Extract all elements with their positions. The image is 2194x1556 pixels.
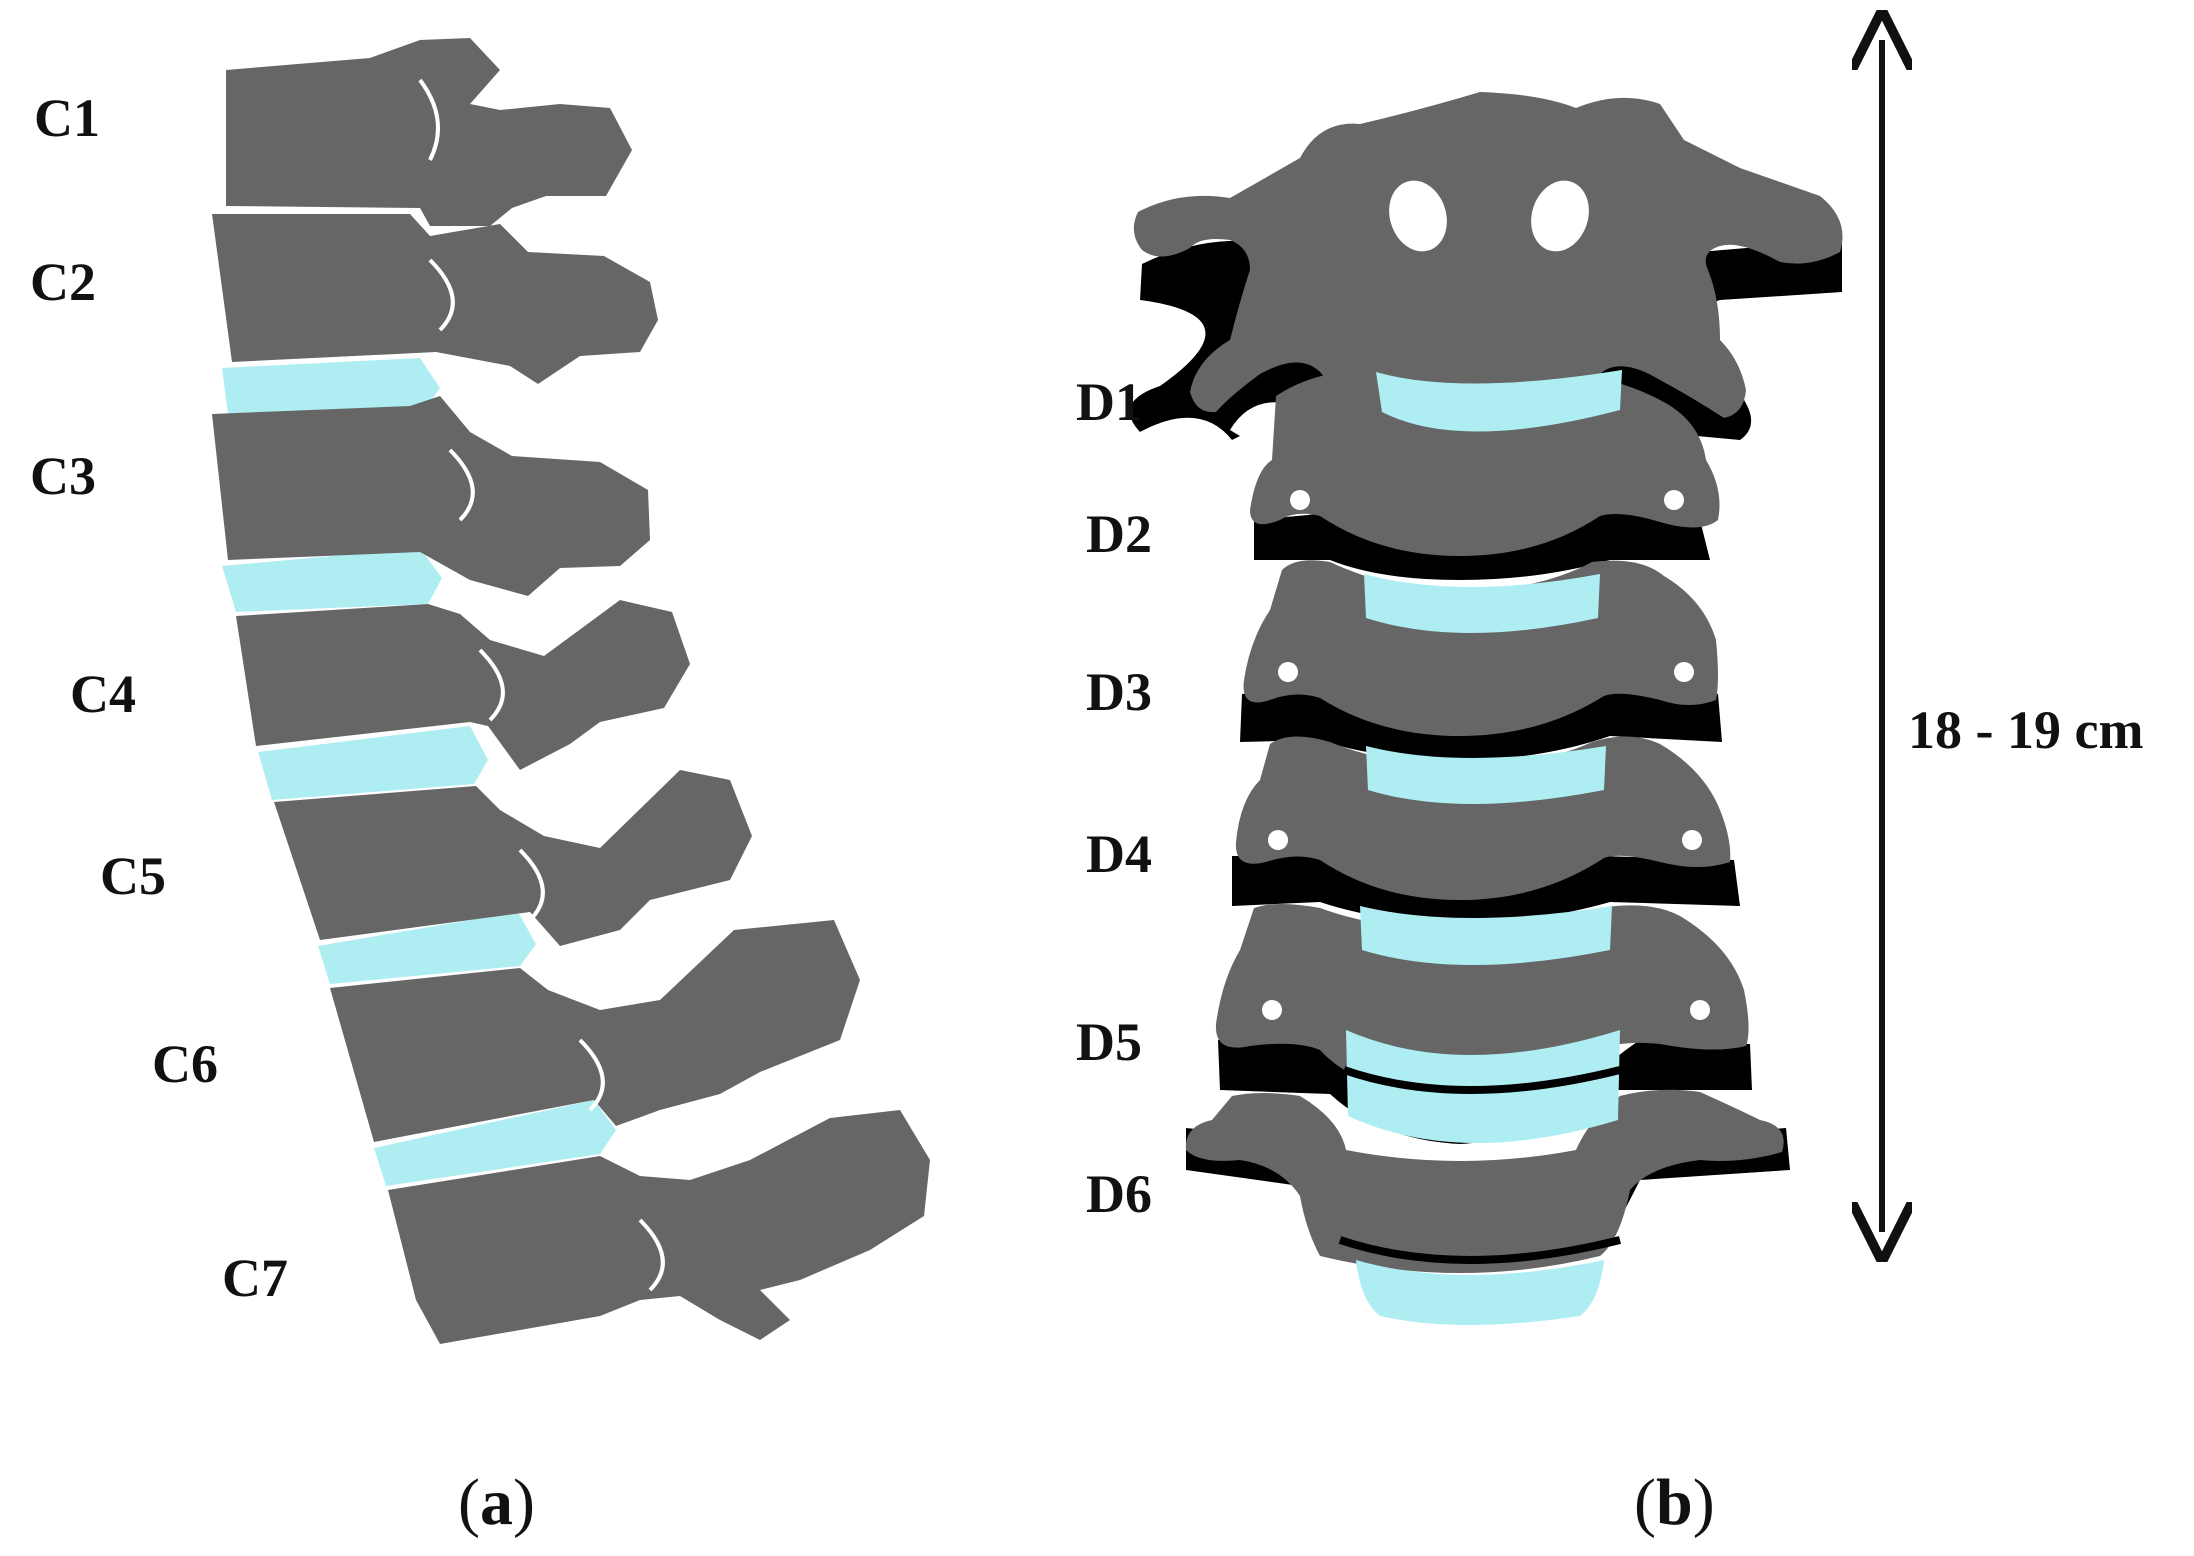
vertebra-d3 [1243, 560, 1718, 736]
disc-d3-d4 [1366, 746, 1606, 804]
vertebra-c5 [274, 770, 752, 946]
panel-b-foramina [1262, 180, 1710, 1020]
label-c5: C5 [100, 846, 166, 906]
disc-c3-c4 [222, 548, 442, 612]
panel-b-labels: D1 D2 D3 D4 D5 D6 [1076, 372, 1152, 1224]
vertebra-d1 [1133, 92, 1843, 424]
panel-a-labels: C1 C2 C3 C4 C5 C6 C7 [30, 88, 288, 1308]
label-c4: C4 [70, 664, 136, 724]
vertebra-c4 [236, 600, 690, 770]
vertebra-d4 [1235, 736, 1731, 900]
label-c6: C6 [152, 1034, 218, 1094]
disc-c6-c7 [374, 1100, 616, 1186]
vertebra-c3 [212, 396, 650, 596]
label-c1: C1 [34, 88, 100, 148]
label-d4: D4 [1086, 824, 1152, 884]
disc-c5-c6 [318, 912, 536, 984]
panel-a-vertebrae [212, 38, 930, 1344]
label-c2: C2 [30, 252, 96, 312]
panel-a-lateral-spine: C1 C2 C3 C4 C5 C6 C7 (a) [30, 38, 930, 1539]
vertebra-c6 [330, 920, 860, 1142]
vertebra-c7 [388, 1110, 930, 1344]
vertebra-d2 [1250, 374, 1720, 556]
label-c3: C3 [30, 446, 96, 506]
label-c7: C7 [222, 1248, 288, 1308]
disc-d2-d3 [1364, 574, 1600, 633]
disc-c4-c5 [258, 726, 488, 800]
disc-d4-d5 [1360, 906, 1612, 965]
panel-b-anterior-spine: D1 D2 D3 D4 D5 D6 18 - 19 cm (b) [1076, 40, 2143, 1539]
height-dimension-label: 18 - 19 cm [1908, 700, 2143, 760]
caption-b: (b) [1634, 1466, 1715, 1539]
panel-b-rims [1338, 1066, 1621, 1264]
vertebra-d6 [1185, 1089, 1784, 1273]
label-d5: D5 [1076, 1012, 1142, 1072]
caption-a: (a) [458, 1466, 535, 1539]
label-d1: D1 [1076, 372, 1142, 432]
label-d2: D2 [1086, 504, 1152, 564]
panel-a-joint-lines [418, 78, 665, 1292]
disc-c2-c3 [222, 358, 440, 414]
panel-a-discs [222, 358, 616, 1186]
height-dimension: 18 - 19 cm [1882, 40, 2143, 1232]
vertebra-c1 [226, 38, 632, 226]
disc-d1 [1376, 370, 1622, 432]
vertebra-c2 [212, 214, 658, 384]
disc-d6-bottom [1356, 1260, 1604, 1325]
label-d6: D6 [1086, 1164, 1152, 1224]
panel-b-vertebrae [1133, 92, 1843, 1273]
label-d3: D3 [1086, 662, 1152, 722]
